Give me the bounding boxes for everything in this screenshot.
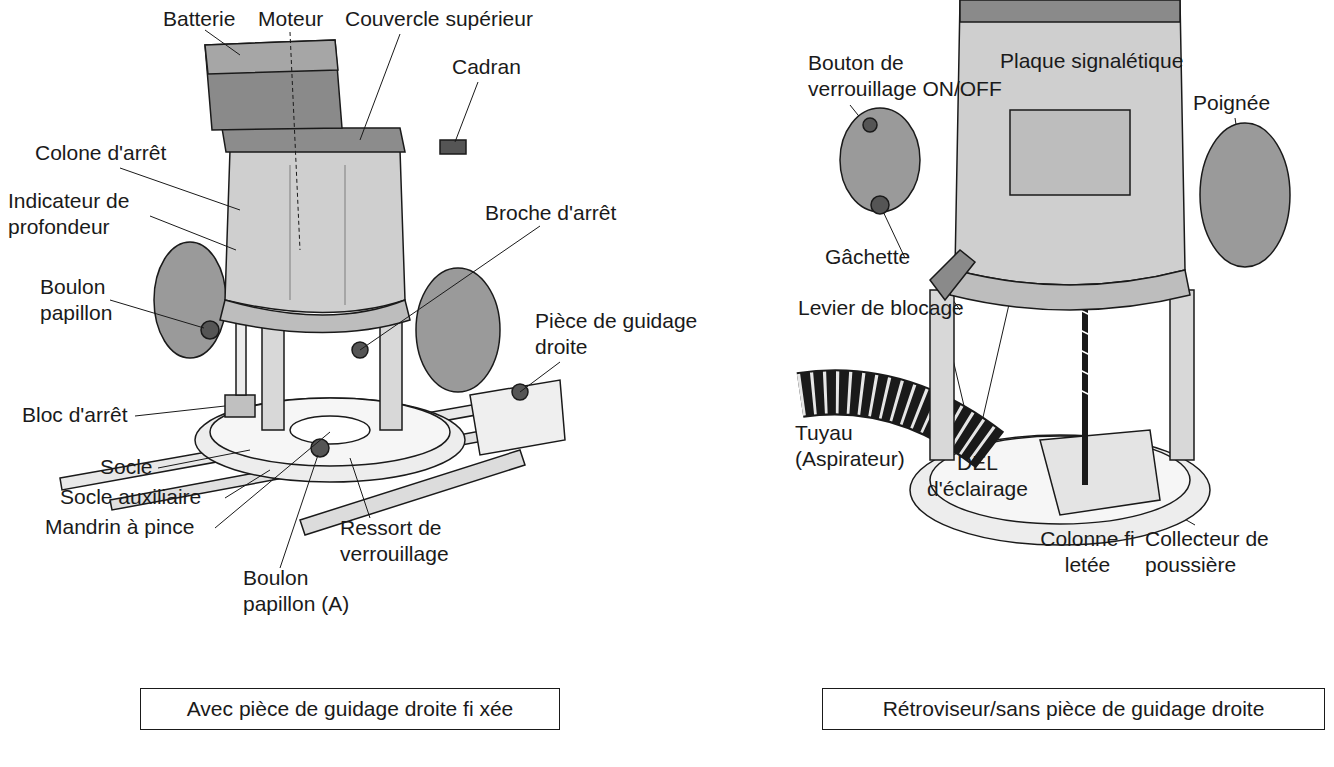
part-label: Boulon papillon (40, 274, 140, 326)
part-label: Couvercle supérieur (345, 6, 575, 32)
part-label: Bouton de verrouillage ON/OFF (808, 50, 1013, 102)
collar (950, 270, 1190, 310)
dust-collector (1040, 430, 1160, 515)
lock-button (863, 118, 877, 132)
part-label: Levier de blocage (798, 295, 998, 321)
battery (205, 40, 342, 130)
part-label: Gâchette (825, 244, 945, 270)
battery (205, 40, 338, 74)
part-label: Poignée (1193, 90, 1303, 116)
top-cover (222, 128, 405, 152)
part-label: Boulon papillon (A) (243, 565, 373, 617)
wing-bolt (311, 439, 329, 457)
part-label: Ressort de verrouillage (340, 515, 480, 567)
motor-body (225, 150, 405, 313)
trigger (871, 196, 889, 214)
part-label: Mandrin à pince (45, 514, 235, 540)
caption-text: Avec pièce de guidage droite fi xée (187, 696, 514, 722)
base-hole (290, 416, 370, 444)
part-label: Tuyau (Aspirateur) (795, 420, 920, 472)
battery (960, 0, 1180, 22)
stop-block (225, 395, 255, 417)
motor-body (955, 0, 1185, 285)
part-label: DEL d'éclairage (920, 450, 1035, 502)
lock-lever (930, 250, 975, 300)
caption-text: Rétroviseur/sans pièce de guidage droite (883, 696, 1265, 722)
part-label: Colone d'arrêt (35, 140, 215, 166)
part-label: Collecteur de poussière (1145, 526, 1295, 578)
leader-lines (110, 30, 1240, 568)
part-label: Socle auxiliaire (60, 484, 240, 510)
part-label: Bloc d'arrêt (22, 402, 162, 428)
part-label: Batterie (163, 6, 263, 32)
nameplate (1010, 110, 1130, 195)
rib (289, 165, 291, 300)
dial (440, 140, 466, 154)
caption-box: Avec pièce de guidage droite fi xée (140, 688, 560, 730)
handle (154, 242, 226, 358)
straight-guide (470, 380, 565, 455)
part-label: Indicateur de profondeur (8, 188, 158, 240)
handle (1200, 123, 1290, 267)
part-label: Moteur (258, 6, 348, 32)
part-label: Plaque signalétique (1000, 48, 1230, 74)
collar (220, 300, 410, 333)
part-label: Socle (100, 454, 180, 480)
handle (416, 268, 500, 392)
part-label: Broche d'arrêt (485, 200, 665, 226)
left-router (60, 40, 565, 535)
caption-box: Rétroviseur/sans pièce de guidage droite (822, 688, 1325, 730)
pillar (1170, 290, 1194, 460)
part-label: Cadran (452, 54, 542, 80)
pillar (262, 320, 284, 430)
rib (344, 165, 346, 305)
part-label: Colonne fi letée (1035, 526, 1140, 578)
pillar (380, 320, 402, 430)
wing-bolt (201, 321, 219, 339)
part-label: Pièce de guidage droite (535, 308, 705, 360)
